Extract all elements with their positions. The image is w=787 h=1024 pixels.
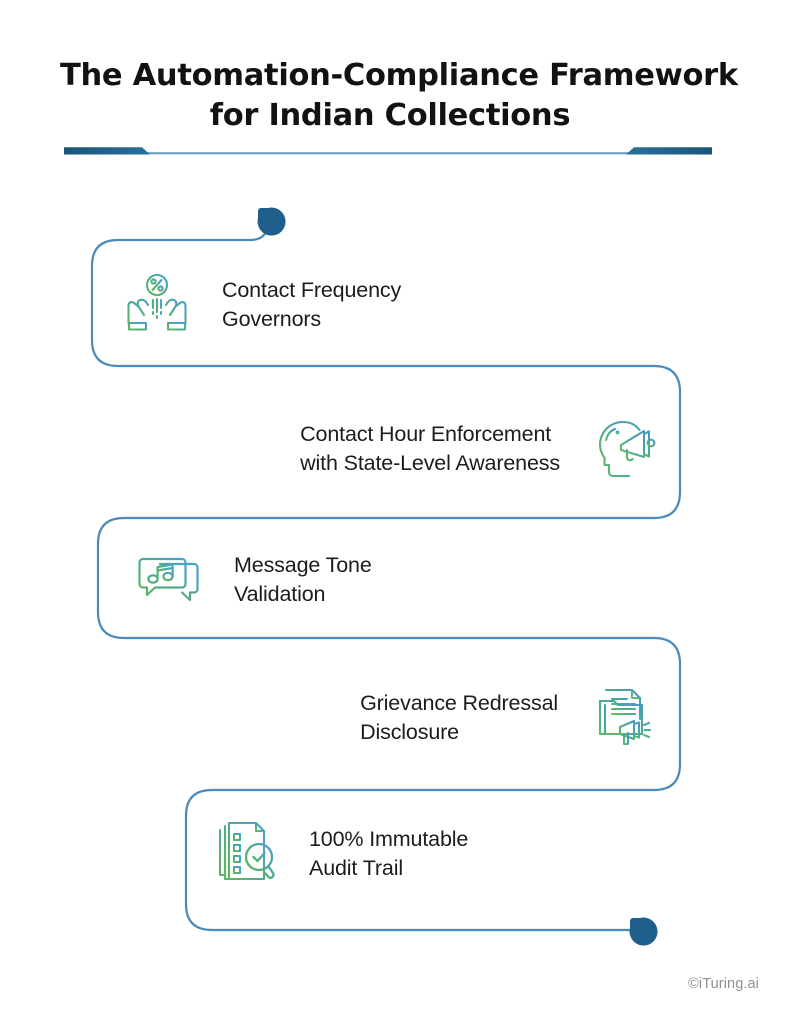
- step-card-1[interactable]: Contact Frequency Governors: [118, 262, 638, 348]
- step-card-4[interactable]: Grievance Redressal Disclosure: [170, 676, 660, 760]
- documents-megaphone-icon: [582, 679, 660, 757]
- step-card-4-label: Grievance Redressal Disclosure: [360, 691, 558, 744]
- end-node: [629, 917, 658, 946]
- page-title-line-1: The Automation-Compliance Framework: [60, 58, 738, 93]
- page-title-line-2: for Indian Collections: [209, 98, 571, 133]
- hands-holding-percent-icon: [118, 266, 196, 344]
- step-card-3[interactable]: Message Tone Validation: [130, 538, 630, 622]
- divider-thin-rule: [64, 152, 712, 155]
- step-card-3-label: Message Tone Validation: [234, 553, 372, 606]
- divider-left-bar: [64, 147, 150, 155]
- step-card-5-label: 100% Immutable Audit Trail: [309, 827, 469, 880]
- audit-checklist-magnifier-icon: [205, 815, 283, 893]
- chat-bubbles-music-note-icon: [130, 541, 208, 619]
- step-card-2-label: Contact Hour Enforcement with State-Leve…: [300, 422, 560, 475]
- start-node: [257, 207, 286, 236]
- step-card-1-label: Contact Frequency Governors: [222, 278, 402, 331]
- step-card-2[interactable]: Contact Hour Enforcement with State-Leve…: [150, 404, 662, 494]
- step-card-5[interactable]: 100% Immutable Audit Trail: [205, 812, 675, 896]
- page-title: The Automation-Compliance Framework for …: [60, 56, 738, 136]
- divider-right-bar: [626, 147, 712, 155]
- title-divider: [64, 147, 712, 155]
- copyright-footer: ©iTuring.ai: [688, 976, 759, 992]
- head-with-megaphone-icon: [584, 410, 662, 488]
